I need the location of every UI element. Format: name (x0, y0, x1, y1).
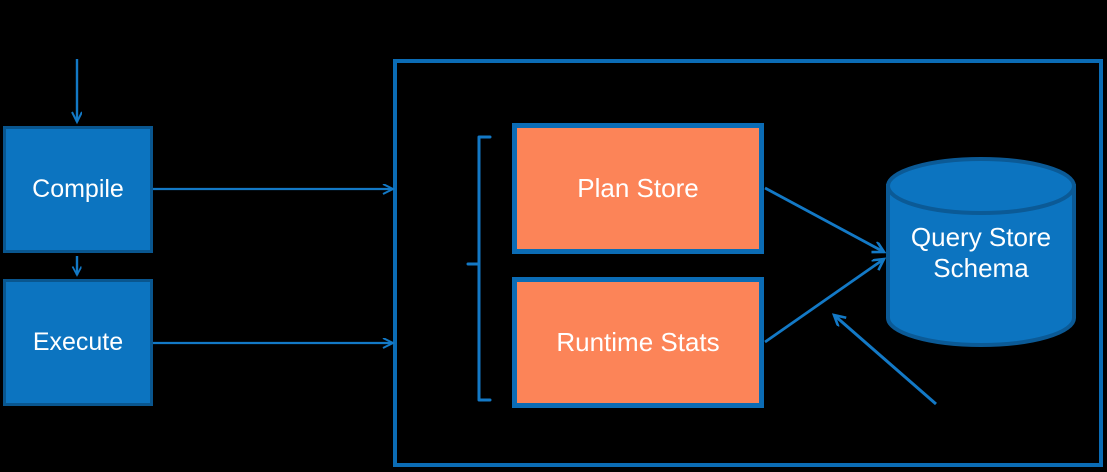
query-store-schema-line2: Schema (933, 252, 1029, 283)
connector-plan-store-to-schema (764, 186, 884, 252)
node-plan-store-label: Plan Store (577, 172, 699, 203)
connector-runtime-stats-to-schema (764, 259, 884, 344)
node-compile-label: Compile (32, 175, 124, 204)
store-group-bracket (466, 135, 492, 402)
node-runtime-stats-label: Runtime Stats (556, 326, 720, 357)
node-plan-store[interactable]: Plan Store (512, 123, 764, 254)
node-execute[interactable]: Execute (3, 279, 153, 406)
node-compile[interactable]: Compile (3, 126, 153, 253)
node-execute-label: Execute (32, 328, 124, 357)
query-store-schema-line1: Query Store (910, 221, 1052, 252)
node-runtime-stats[interactable]: Runtime Stats (512, 277, 764, 408)
node-query-store-schema-label[interactable]: Query Store Schema (888, 215, 1074, 290)
connector-external-to-schema (834, 315, 937, 406)
